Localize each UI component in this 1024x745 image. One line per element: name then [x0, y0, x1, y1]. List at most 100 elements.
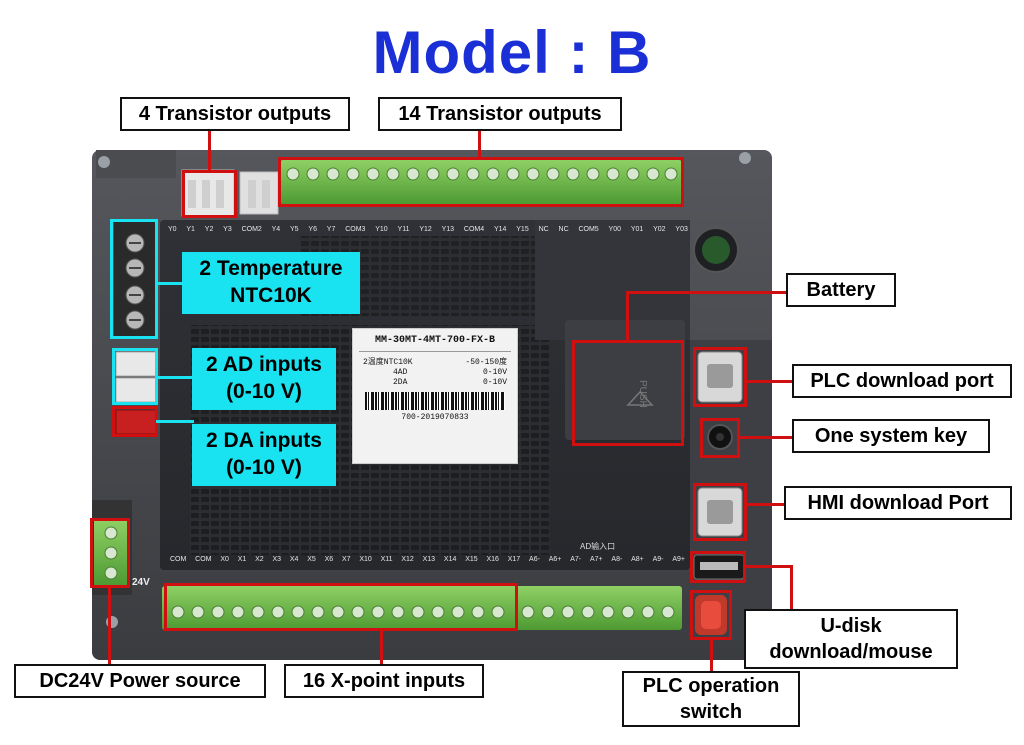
model-sticker: MM-30MT-4MT-700-FX-B 2温度NTC10K -50-150度 4…: [352, 328, 518, 464]
terminal-label: X2: [255, 556, 264, 563]
sticker-row2-left: 4AD: [393, 368, 408, 377]
terminal-label: Y2: [204, 226, 214, 233]
terminal-label: X16: [486, 556, 499, 563]
terminal-label: Y01: [630, 226, 644, 233]
terminal-label: Y03: [675, 226, 688, 233]
terminal-label: X12: [401, 556, 414, 563]
terminal-label: A9+: [672, 556, 685, 563]
terminal-label: X1: [237, 556, 247, 563]
callout-4-transistor-outputs: 4 Transistor outputs: [120, 97, 350, 131]
marker-x-inputs: [164, 583, 518, 631]
terminal-label: Y3: [223, 226, 232, 233]
sticker-model: MM-30MT-4MT-700-FX-B: [374, 335, 496, 346]
callout-hmi-download-port: HMI download Port: [784, 486, 1012, 520]
terminal-label: COM: [195, 556, 212, 563]
sticker-row1-right: -50-150度: [465, 358, 507, 367]
callout-ad-line1: 2 AD inputs: [206, 353, 322, 377]
screw-icon: [739, 152, 751, 164]
battery-cover: [565, 320, 685, 440]
top-terminal-block: [280, 160, 682, 204]
terminal-label: A7-: [570, 556, 582, 563]
callout-battery: Battery: [786, 273, 896, 307]
callout-plc-download-port: PLC download port: [792, 364, 1012, 398]
terminal-label: A9-: [652, 556, 664, 563]
terminal-label: Y15: [516, 226, 529, 233]
callout-da-inputs: 2 DA inputs (0-10 V): [192, 424, 336, 486]
terminal-label: X13: [422, 556, 436, 563]
sticker-row2-right: 0-10V: [482, 368, 507, 377]
ad-section-label: AD输入口: [580, 542, 616, 551]
terminal-label: A8+: [631, 556, 644, 563]
terminal-label: A6+: [548, 556, 562, 563]
terminal-label: A6-: [529, 556, 540, 563]
terminal-label: COM2: [241, 226, 262, 233]
terminal-label: NC: [558, 226, 569, 233]
terminal-label: X10: [359, 556, 372, 563]
callout-udisk: U-disk download/mouse: [744, 609, 958, 669]
terminal-label: X5: [307, 556, 316, 563]
marker-4-outputs: [182, 170, 237, 218]
terminal-label: Y12: [419, 226, 432, 233]
callout-system-key: One system key: [792, 419, 990, 453]
terminal-label: Y0: [168, 226, 177, 233]
terminal-label: X0: [220, 556, 229, 563]
callout-ad-line2: (0-10 V): [226, 380, 302, 403]
marker-14-outputs: [278, 157, 684, 207]
marker-udisk: [690, 551, 746, 583]
terminal-label: Y10: [375, 226, 388, 233]
terminal-label: X11: [380, 556, 393, 563]
callout-14-transistor-outputs: 14 Transistor outputs: [378, 97, 622, 131]
terminal-label: Y5: [290, 226, 299, 233]
callout-udisk-line2: download/mouse: [769, 641, 933, 663]
callout-switch-line1: PLC operation: [642, 675, 780, 697]
marker-power: [90, 518, 130, 588]
callout-ad-inputs: 2 AD inputs (0-10 V): [192, 348, 336, 410]
marker-switch: [690, 590, 732, 640]
callout-udisk-line1: U-disk: [820, 615, 882, 637]
callout-temperature-line2: NTC10K: [230, 284, 312, 307]
terminal-label: Y4: [271, 226, 281, 233]
terminal-label: NC: [538, 226, 549, 233]
terminal-label: X14: [443, 556, 457, 563]
marker-temperature: [110, 219, 158, 339]
power-voltage-label: 24V: [132, 577, 150, 588]
sticker-row3-right: 0-10V: [482, 378, 507, 387]
terminal-label: COM3: [345, 226, 366, 233]
marker-plc-port: [693, 347, 747, 407]
barcode-icon: [365, 392, 505, 410]
sticker-row1-left: 2温度NTC10K: [363, 358, 413, 367]
terminal-label: Y11: [397, 226, 410, 233]
terminal-label: Y14: [493, 226, 507, 233]
marker-battery: [572, 340, 684, 446]
marker-da: [112, 406, 158, 437]
terminal-label: COM: [170, 556, 187, 563]
ad-connector: [115, 351, 157, 377]
terminal-label: X17: [507, 556, 521, 563]
marker-hmi-port: [693, 483, 747, 541]
terminal-label: X4: [289, 556, 299, 563]
terminal-label: Y00: [608, 226, 621, 233]
callout-switch-line2: switch: [679, 701, 743, 723]
terminal-label: Y6: [308, 226, 317, 233]
terminal-label: A8-: [611, 556, 623, 563]
terminal-label: A7+: [589, 556, 603, 563]
terminal-label: COM4: [463, 226, 485, 233]
screw-icon: [98, 156, 110, 168]
terminal-label: X15: [465, 556, 478, 563]
terminal-label: Y02: [653, 226, 666, 233]
terminal-label: X3: [272, 556, 281, 563]
page-title: Model : B: [372, 19, 652, 86]
terminal-label: X7: [341, 556, 351, 563]
terminal-label: COM5: [578, 226, 599, 233]
terminal-label: Y13: [441, 226, 455, 233]
marker-system-key: [700, 418, 740, 458]
callout-x-point-inputs: 16 X-point inputs: [284, 664, 484, 698]
marker-ad: [112, 348, 158, 405]
callout-da-line2: (0-10 V): [226, 456, 302, 479]
sticker-row3-left: 2DA: [393, 378, 408, 387]
callout-power-source: DC24V Power source: [14, 664, 266, 698]
callout-temperature: 2 Temperature NTC10K: [182, 252, 360, 314]
callout-temperature-line1: 2 Temperature: [199, 257, 343, 281]
